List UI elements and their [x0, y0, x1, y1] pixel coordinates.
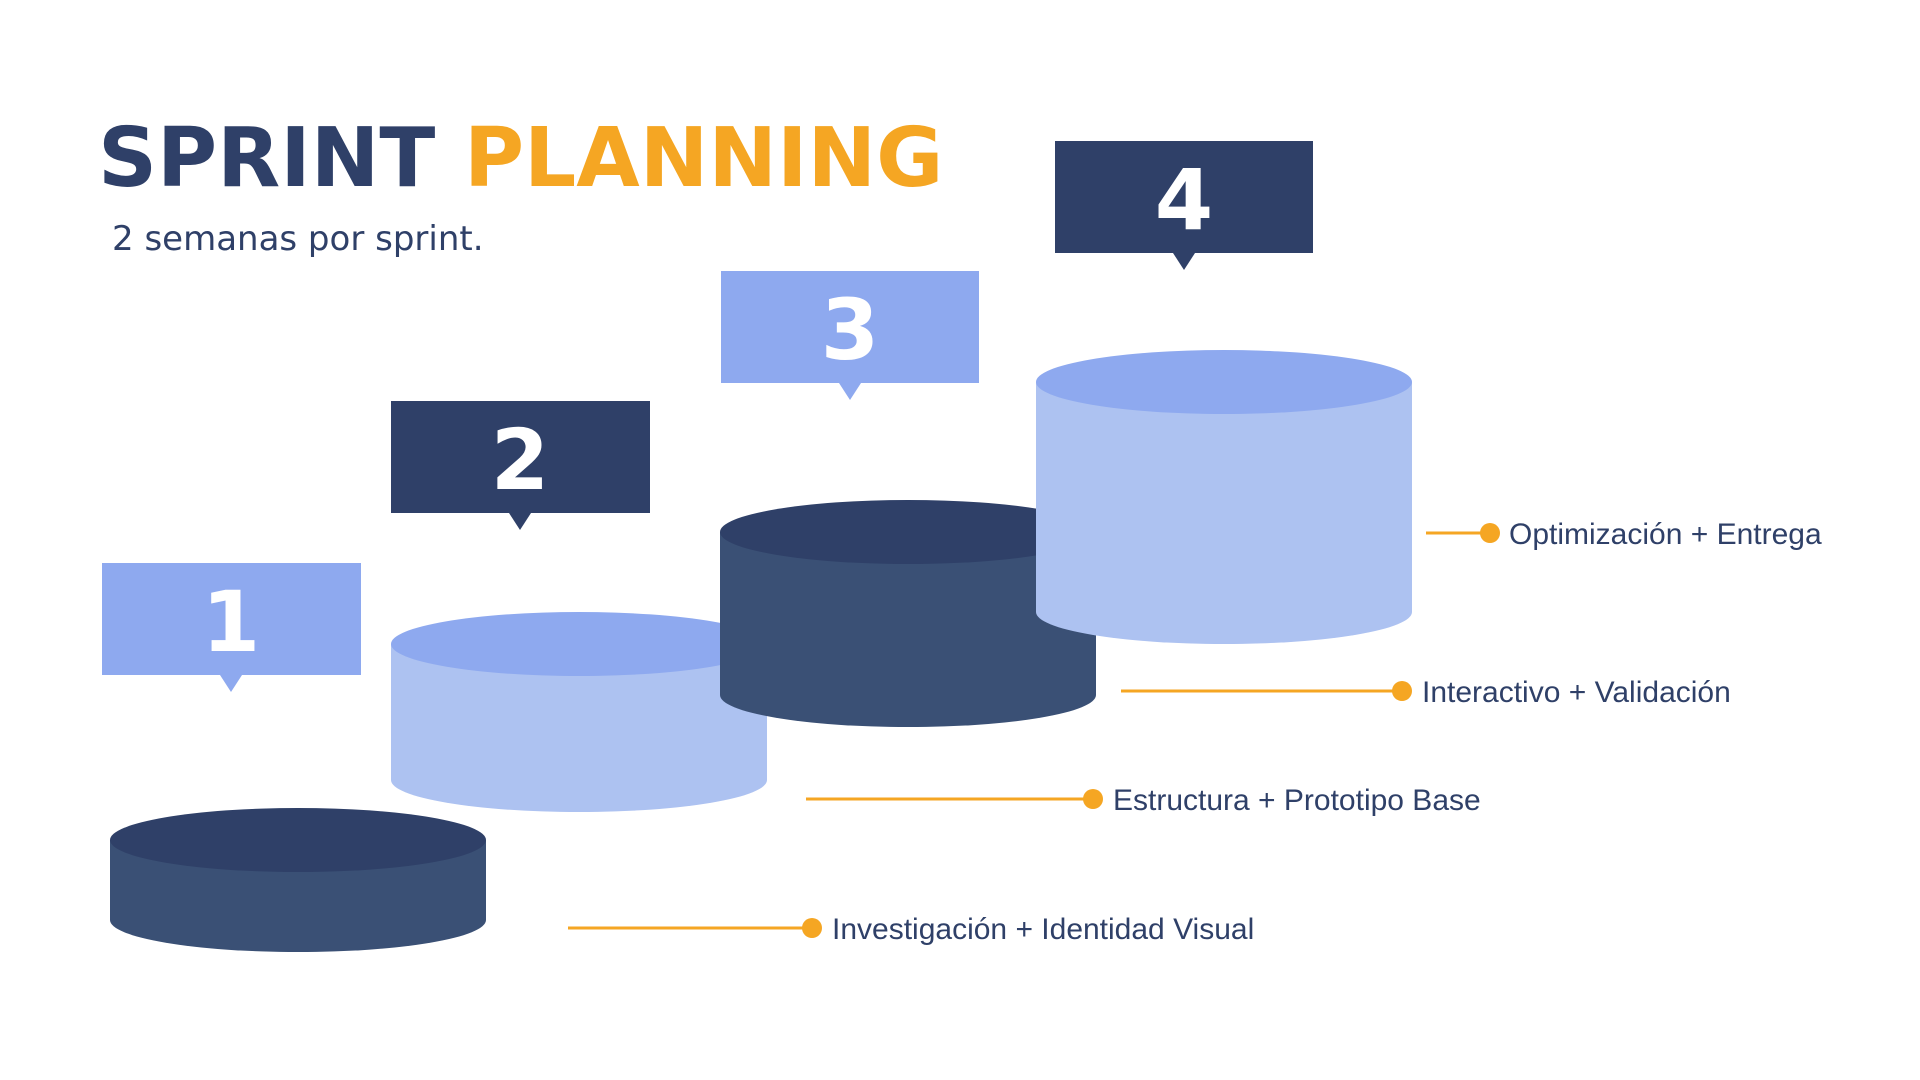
- step-3-connector-dot: [1392, 681, 1412, 701]
- step-4-callout-pointer: [1173, 253, 1195, 270]
- step-4-callout: 4: [1055, 141, 1313, 270]
- step-2-callout: 2: [391, 401, 650, 530]
- step-1-cylinder-top: [110, 808, 486, 872]
- step-1-callout: 1: [102, 563, 361, 692]
- step-3-callout-box: [721, 271, 979, 383]
- page-subtitle: 2 semanas por sprint.: [112, 219, 484, 259]
- step-4-cylinder-top: [1036, 350, 1412, 414]
- step-1-connector: [568, 918, 822, 938]
- step-2-connector-dot: [1083, 789, 1103, 809]
- step-2: 2 Estructura + Prototipo Base: [391, 401, 1481, 817]
- step-2-cylinder-top: [391, 612, 767, 676]
- step-2-callout-box: [391, 401, 650, 513]
- step-2-callout-pointer: [509, 513, 531, 530]
- step-3-number: 3: [821, 281, 879, 379]
- step-3-callout-pointer: [839, 383, 861, 400]
- step-2-label: Estructura + Prototipo Base: [1113, 784, 1481, 817]
- step-1-cylinder: [110, 808, 486, 952]
- step-4-label: Optimización + Entrega: [1509, 518, 1822, 551]
- step-3: 3 Interactivo + Validación: [720, 271, 1731, 727]
- step-3-callout: 3: [721, 271, 979, 400]
- step-3-label: Interactivo + Validación: [1422, 676, 1731, 709]
- step-2-number: 2: [491, 411, 549, 509]
- page-title: SPRINT PLANNING: [98, 118, 943, 200]
- title-part-2: PLANNING: [463, 111, 944, 206]
- step-3-connector: [1121, 681, 1412, 701]
- step-4: 4 Optimización + Entrega: [1036, 141, 1822, 644]
- step-3-cylinder-top: [720, 500, 1096, 564]
- step-4-connector-dot: [1480, 523, 1500, 543]
- step-2-cylinder: [391, 612, 767, 812]
- step-1-cylinder-body: [110, 840, 486, 952]
- step-3-cylinder: [720, 500, 1096, 727]
- step-4-cylinder: [1036, 350, 1412, 644]
- step-4-number: 4: [1155, 151, 1213, 249]
- step-1-number: 1: [202, 573, 260, 671]
- step-1-label: Investigación + Identidad Visual: [832, 913, 1254, 946]
- title-part-1: SPRINT: [98, 111, 436, 206]
- step-4-cylinder-body: [1036, 382, 1412, 644]
- step-2-cylinder-body: [391, 644, 767, 812]
- step-4-connector: [1426, 523, 1500, 543]
- step-1-callout-box: [102, 563, 361, 675]
- step-1: 1 Investigación + Identidad Visual: [102, 563, 1254, 952]
- step-1-callout-pointer: [220, 675, 242, 692]
- step-4-callout-box: [1055, 141, 1313, 253]
- step-3-cylinder-body: [720, 532, 1096, 727]
- step-1-connector-dot: [802, 918, 822, 938]
- step-2-connector: [806, 789, 1103, 809]
